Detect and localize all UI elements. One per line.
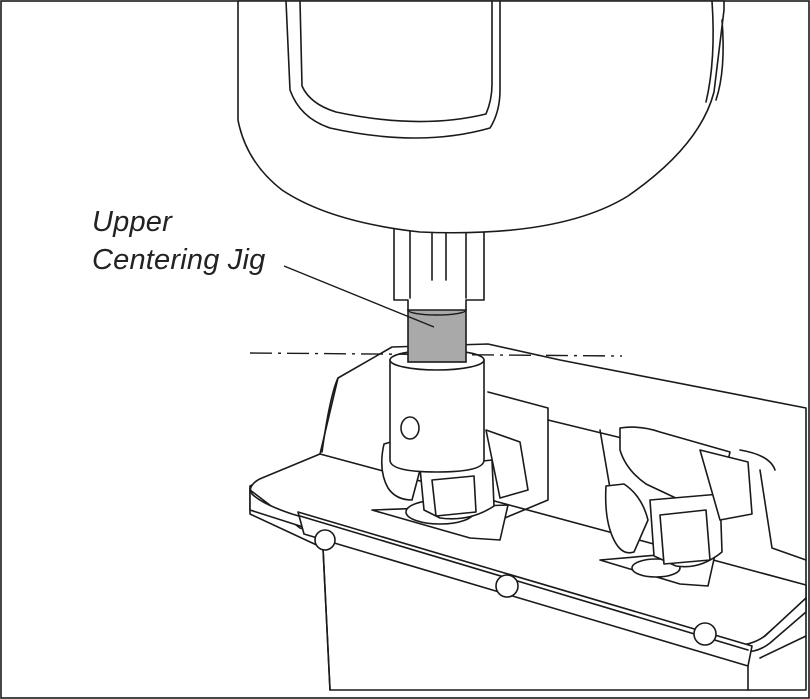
left-lens-holder (371, 429, 529, 541)
rivet-2 (495, 574, 519, 598)
callout-label-upper-centering-jig: Upper Centering Jig (92, 203, 265, 279)
callout-label-line1: Upper (92, 206, 172, 238)
lower-cylinder (389, 349, 485, 473)
jig-cylinder (407, 309, 467, 363)
right-lens-holder (599, 426, 753, 587)
rivet-1 (314, 529, 336, 551)
callout-label-line2: Centering Jig (92, 244, 266, 276)
rivet-3 (693, 622, 717, 646)
device-base (249, 343, 807, 691)
spindle-shaft (393, 227, 485, 311)
machine-head (237, 0, 725, 234)
callout-leader-line (283, 265, 435, 328)
cylinder-hole (400, 416, 420, 440)
